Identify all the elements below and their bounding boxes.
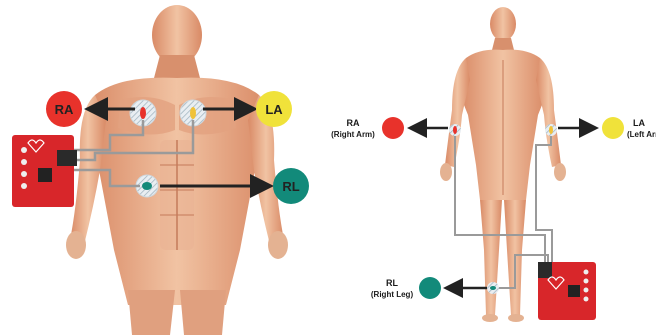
right-la-badge: LA (Left Arm) xyxy=(602,117,656,139)
left-la-badge: LA xyxy=(256,91,292,127)
right-la-label: LA xyxy=(633,118,645,128)
right-ra-label: RA xyxy=(347,118,360,128)
left-rl-label: RL xyxy=(282,179,299,194)
right-rl-sublabel: (Right Leg) xyxy=(371,290,414,299)
right-ra-sublabel: (Right Arm) xyxy=(331,130,375,139)
right-ecg-module xyxy=(538,262,596,320)
left-ra-badge: RA xyxy=(46,91,82,127)
right-ra-badge: RA (Right Arm) xyxy=(331,117,404,139)
left-la-label: LA xyxy=(265,102,283,117)
right-la-sublabel: (Left Arm) xyxy=(627,130,656,139)
right-rl-label: RL xyxy=(386,278,398,288)
left-ra-label: RA xyxy=(55,102,74,117)
right-rl-badge: RL (Right Leg) xyxy=(371,277,441,299)
left-ecg-module xyxy=(12,135,77,207)
left-rl-badge: RL xyxy=(273,168,309,204)
